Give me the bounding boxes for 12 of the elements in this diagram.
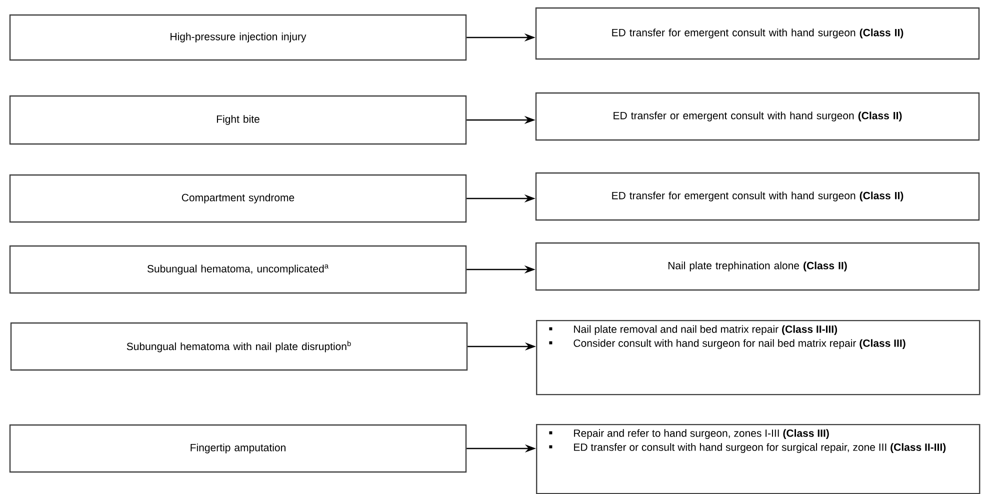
step-box: Subungual hematoma, uncomplicated$^{a}$ [9,245,467,294]
bullet-list-box: Nail plate removal and nail bed matrix repair (Class II-III) Consider consult with hand surgeon for nail bed matrix repair (Class III) [536,320,980,396]
action-box: Nail plate trephination alone (Class II) [535,242,980,291]
step-box: High-pressure injection injury [9,14,467,61]
bullet-list-box: Repair and refer to hand surgeon, zones I-III (Class III) ED transfer or consult with hand surgeon for surgical repair, zone III (Class II-III) [536,424,980,494]
step-box: Fingertip amputation [9,424,467,473]
step-box: Fight bite [9,95,467,145]
step-box: Subungual hematoma with nail plate disruption$^{b}$ [10,322,468,371]
action-box: ED transfer for emergent consult with hand surgeon (Class II) [535,7,980,60]
action-box: ED transfer or emergent consult with hand surgeon (Class II) [535,92,980,141]
action-box: ED transfer for emergent consult with hand surgeon (Class II) [535,172,980,221]
step-box: Compartment syndrome [9,174,467,223]
